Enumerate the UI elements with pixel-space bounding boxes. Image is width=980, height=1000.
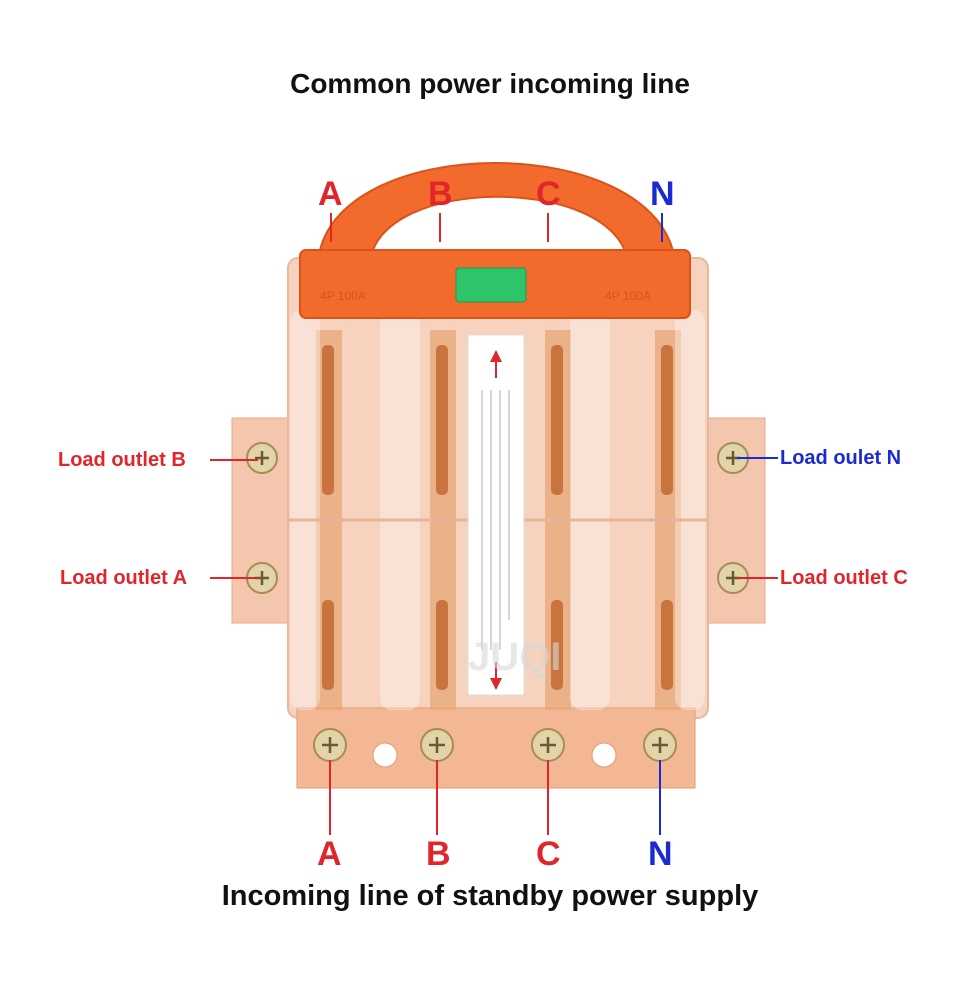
label-load-outlet-n: Load oulet N: [780, 447, 902, 469]
bottom-phase-c: C: [536, 835, 561, 873]
down-arrow-icon: [490, 678, 502, 690]
rating-left: 4P 100A: [320, 289, 366, 303]
top-phase-n: N: [650, 175, 675, 213]
bottom-phase-a: A: [317, 835, 342, 873]
label-load-outlet-b: Load outlet B: [58, 449, 186, 471]
warning-label: [467, 334, 525, 696]
top-title: Common power incoming line: [290, 68, 690, 99]
top-phase-b: B: [428, 175, 453, 213]
warning-text-lines: [481, 390, 510, 650]
bottom-phase-n: N: [648, 835, 673, 873]
cover-ribs: [290, 310, 705, 710]
label-load-outlet-c: Load outlet C: [780, 567, 908, 589]
bottom-terminal-strip: [296, 707, 696, 789]
top-phase-c: C: [536, 175, 561, 213]
label-load-outlet-a: Load outlet A: [60, 567, 188, 589]
side-screws: [246, 442, 749, 594]
switch-handle: [316, 162, 677, 263]
bottom-title: Incoming line of standby power supply: [221, 880, 759, 912]
up-arrow-icon: [490, 350, 502, 362]
bottom-leader-lines: [329, 760, 661, 835]
status-indicator: [455, 267, 527, 303]
rating-right: 4P 100A: [605, 289, 651, 303]
side-leader-lines: [210, 457, 778, 579]
watermark: JUQI: [468, 635, 561, 679]
top-leader-lines: [330, 213, 663, 242]
bottom-phase-b: B: [426, 835, 451, 873]
top-phase-a: A: [318, 175, 343, 213]
